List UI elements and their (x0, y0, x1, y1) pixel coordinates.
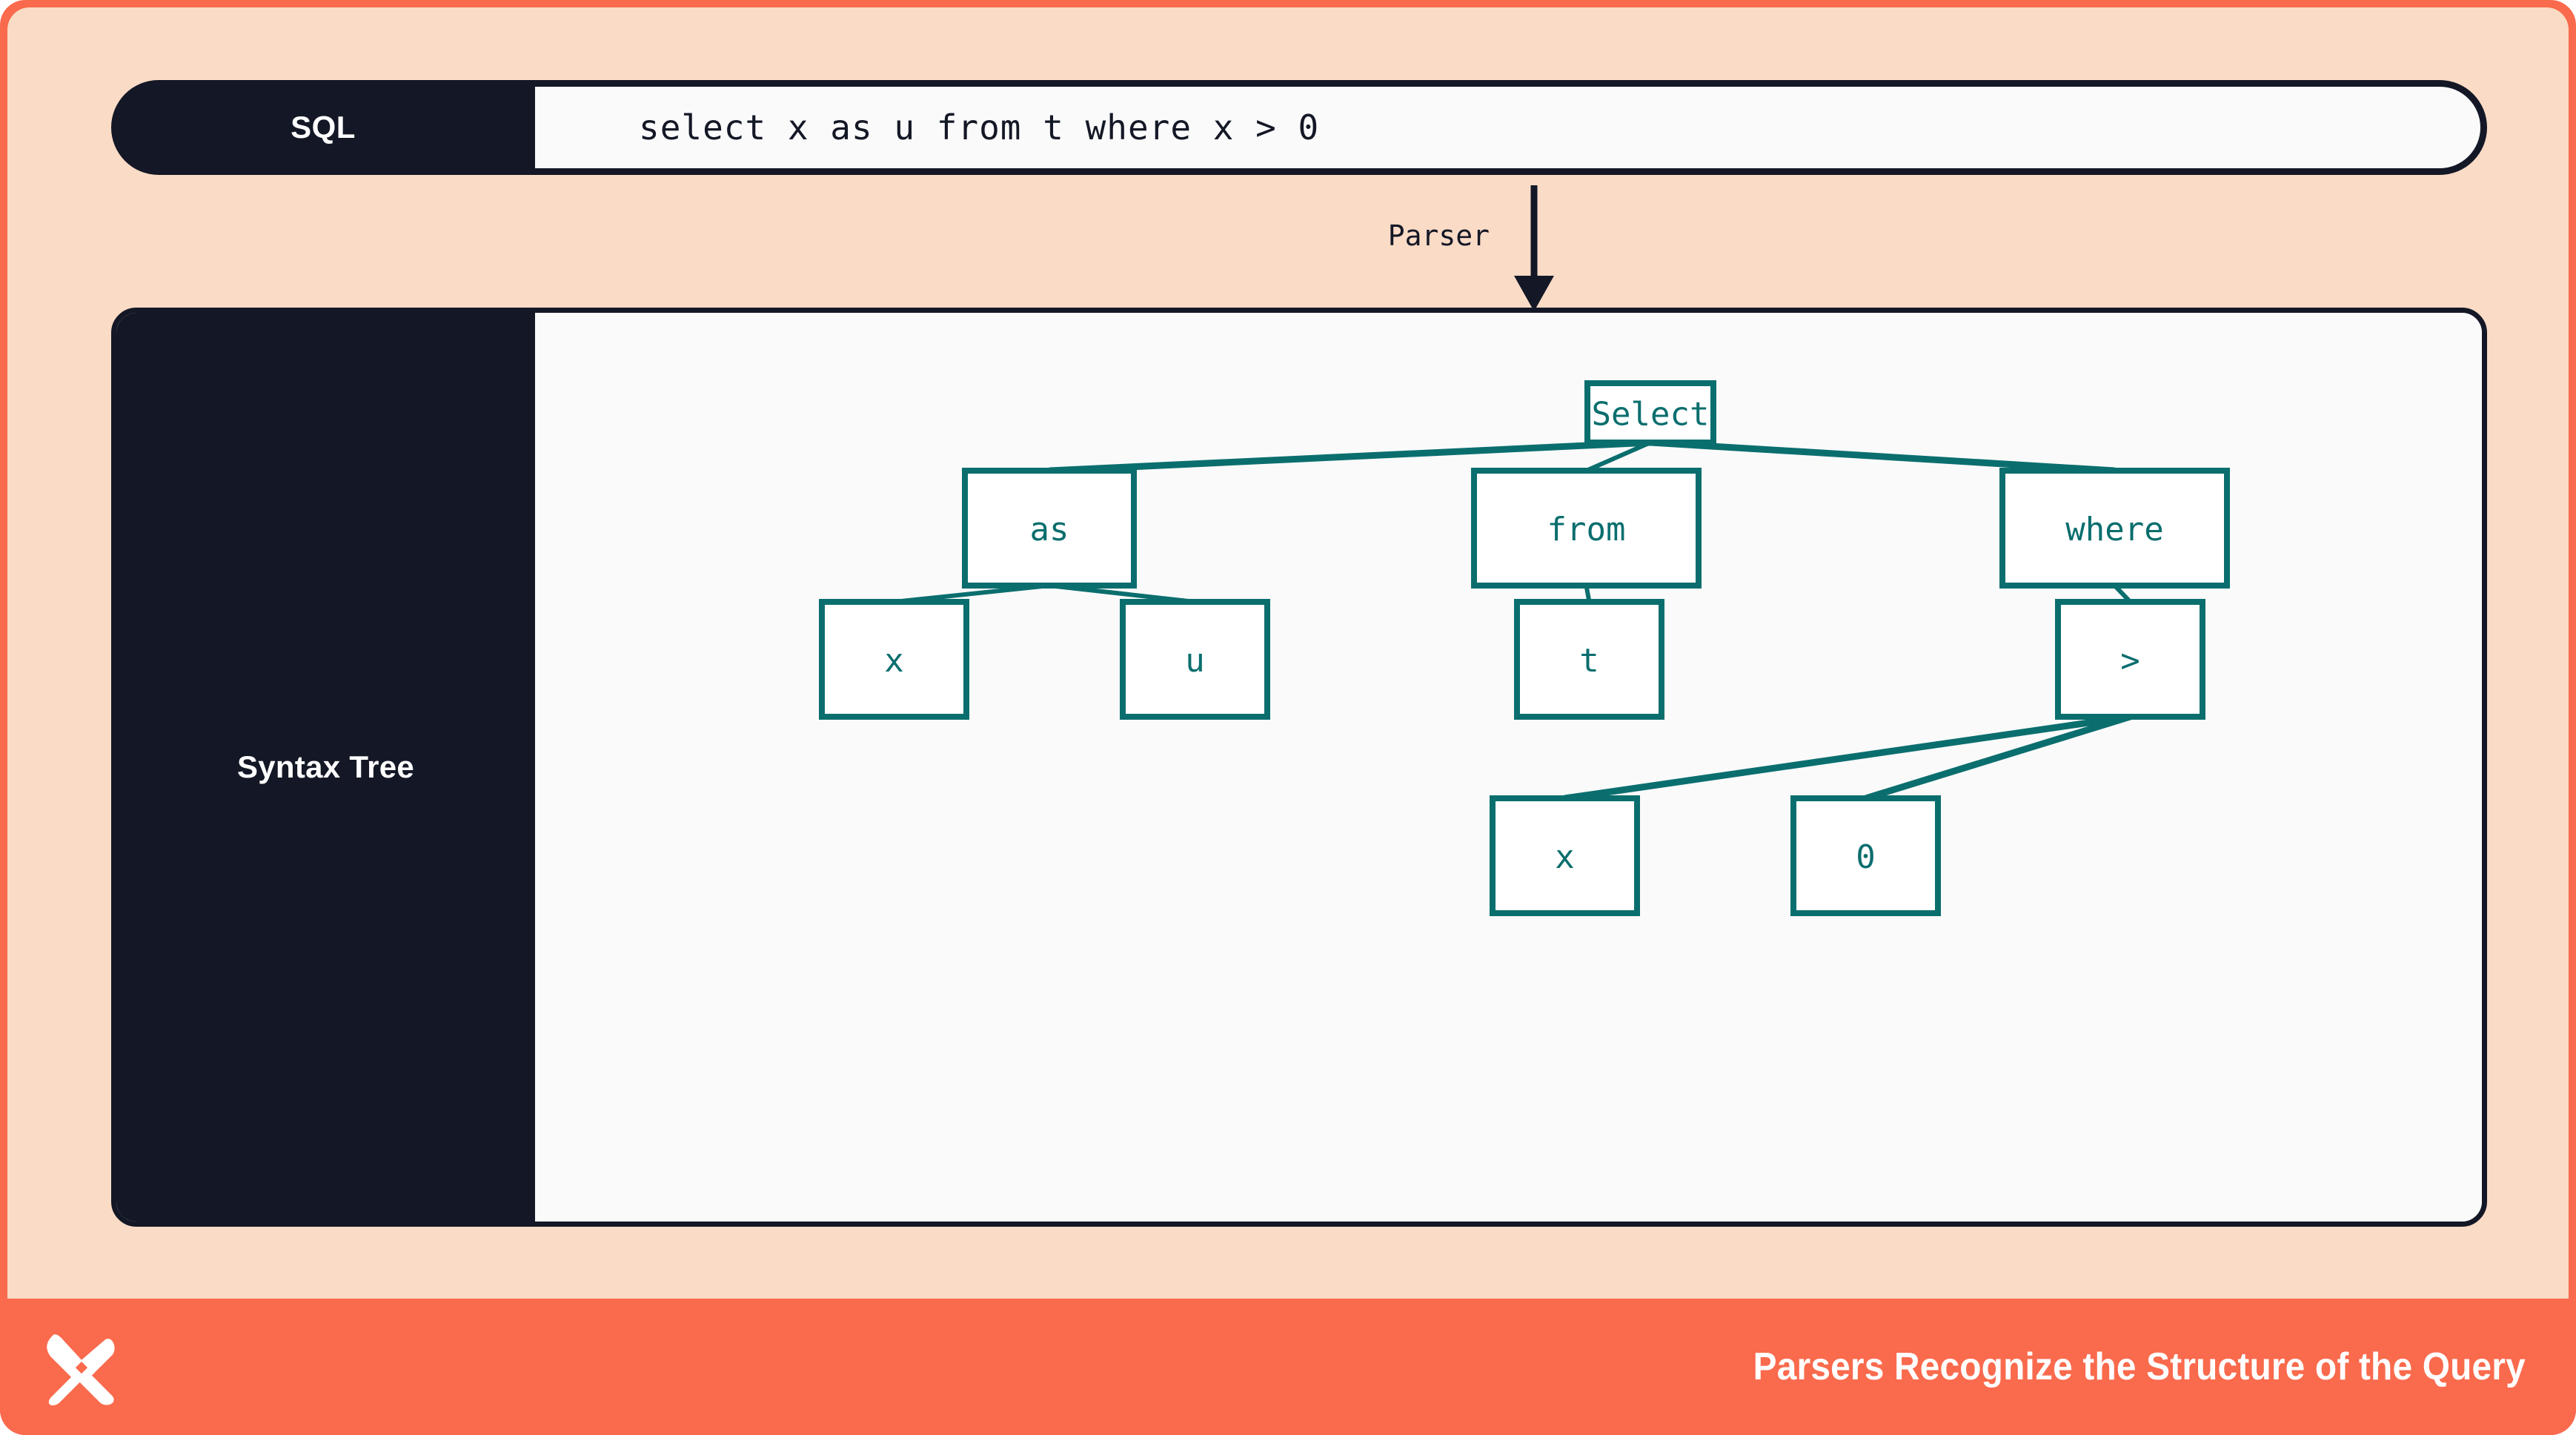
tree-node-box (1490, 795, 1640, 916)
tree-node[interactable]: x (819, 599, 969, 720)
footer-caption: Parsers Recognize the Structure of the Q… (1753, 1345, 2526, 1388)
tree-node[interactable]: x (1490, 795, 1640, 916)
tree-node[interactable]: as (962, 468, 1137, 589)
syntax-tree-card: Syntax Tree Select as from where x u t > x 0 (111, 308, 2487, 1227)
tree-edge (1049, 439, 1651, 474)
tree-node-label: as (1030, 511, 1069, 549)
tree-node[interactable]: 0 (1790, 795, 1941, 916)
arrow-down-icon (1514, 185, 1554, 311)
butterfly-x-logo-icon (47, 1334, 115, 1406)
tree-edge (1865, 713, 2131, 802)
tree-node[interactable]: Select (1584, 380, 1716, 445)
tree-edge (1564, 713, 2131, 802)
tree-node-box (1790, 795, 1941, 916)
tree-node-label: Select (1592, 396, 1710, 434)
tree-node-label: 0 (1856, 838, 1876, 876)
tree-node[interactable]: > (2055, 599, 2205, 720)
tree-node-label: x (1555, 838, 1575, 876)
tree-node-box (819, 599, 969, 720)
syntax-tree-sidebar: Syntax Tree (116, 313, 535, 1222)
parser-label: Parser (1387, 219, 1490, 252)
tree-node-box (1471, 468, 1702, 589)
tree-node-label: t (1579, 642, 1599, 680)
tree-node-box (1999, 468, 2230, 589)
tree-node[interactable]: t (1514, 599, 1664, 720)
tree-node[interactable]: u (1120, 599, 1270, 720)
tree-node-box (962, 468, 1137, 589)
sql-query-input[interactable]: select x as u from t where x > 0 (535, 87, 2480, 168)
tree-node-box (1514, 599, 1664, 720)
tree-node[interactable]: where (1999, 468, 2230, 589)
tree-node[interactable]: from (1471, 468, 1702, 589)
syntax-tree-sidebar-label: Syntax Tree (236, 749, 415, 784)
tree-node-label: x (884, 642, 904, 680)
footer-bar: Parsers Recognize the Structure of the Q… (0, 1299, 2576, 1435)
syntax-tree-graph: Select as from where x u t > x 0 (819, 380, 2230, 916)
syntax-tree-canvas: Select as from where x u t > x 0 (535, 313, 2482, 1222)
tree-node-box (1584, 380, 1716, 445)
tree-edge (1585, 440, 1652, 473)
tree-node-box (2055, 599, 2205, 720)
tree-edge (1650, 439, 2115, 474)
content-panel: SQL select x as u from t where x > 0 Par… (7, 7, 2569, 1299)
tree-node-label: where (2065, 511, 2163, 549)
tree-node-label: u (1185, 642, 1205, 680)
sql-input-row: SQL select x as u from t where x > 0 (111, 80, 2487, 175)
tree-node-label: from (1547, 511, 1626, 549)
tree-node-label: > (2120, 642, 2140, 680)
sql-label: SQL (291, 110, 356, 145)
parser-transform: Parser (1267, 185, 1653, 311)
tree-node-box (1120, 599, 1270, 720)
